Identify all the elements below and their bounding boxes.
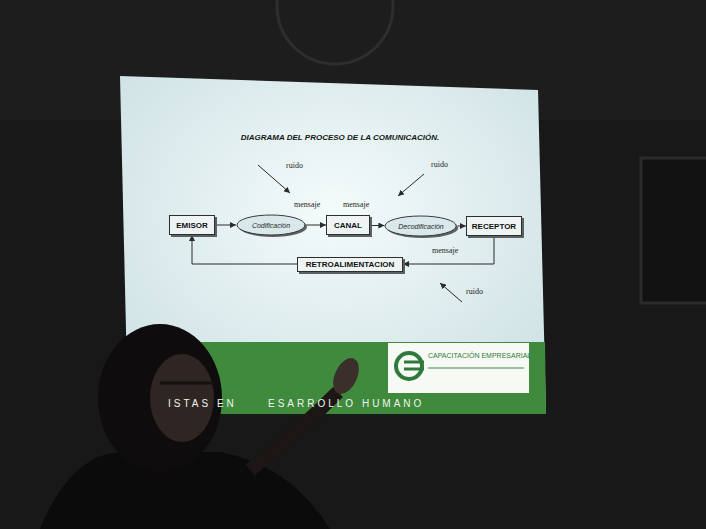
band-text: ESARROLLO HUMANO — [268, 398, 424, 409]
noise-label: ruido — [286, 161, 303, 170]
message-label: mensaje — [294, 200, 320, 209]
presenter-hand — [328, 354, 364, 398]
process-box: CANAL — [326, 215, 370, 235]
logo-box — [388, 343, 529, 393]
node-text: Codificación — [252, 222, 290, 229]
wall-clock — [277, 0, 393, 64]
band-text: ISTAS EN — [168, 398, 237, 409]
wall-frame — [641, 158, 706, 303]
noise-arrow — [398, 174, 424, 196]
process-ellipse: Codificación — [236, 214, 306, 236]
noise-label: ruido — [466, 287, 483, 296]
node-text: EMISOR — [176, 221, 208, 230]
node-text: CANAL — [334, 221, 362, 230]
diagram-title: DIAGRAMA DEL PROCESO DE LA COMUNICACIÓN. — [190, 133, 490, 142]
connector-arrow — [458, 226, 466, 227]
ellipse-body — [237, 215, 305, 235]
logo-mark-bar — [404, 361, 424, 364]
logo-mark — [396, 353, 422, 379]
process-box: EMISOR — [169, 215, 215, 235]
connector-arrow — [215, 225, 236, 226]
node-text: RECEPTOR — [472, 222, 516, 231]
presenter-glasses — [160, 382, 214, 385]
noise-label: ruido — [431, 160, 448, 169]
connector-arrow — [192, 235, 297, 264]
ellipse-body — [385, 216, 456, 236]
node-text: RETROALIMENTACION — [306, 260, 395, 269]
process-box: RETROALIMENTACION — [297, 257, 403, 272]
noise-arrow — [440, 283, 462, 302]
process-ellipse: Decodificación — [384, 215, 457, 237]
connector-arrow — [306, 225, 326, 226]
connector-arrow — [403, 236, 494, 264]
connector-arrow — [370, 225, 384, 226]
logo-mark-bar — [404, 368, 424, 371]
message-label: mensaje — [432, 246, 458, 255]
logo-text: CAPACITACIÓN EMPRESARIAL — [428, 352, 531, 359]
noise-arrow — [258, 165, 290, 193]
node-text: Decodificación — [398, 223, 444, 230]
process-box: RECEPTOR — [466, 216, 522, 236]
message-label: mensaje — [343, 200, 369, 209]
logo-subline — [428, 367, 524, 369]
